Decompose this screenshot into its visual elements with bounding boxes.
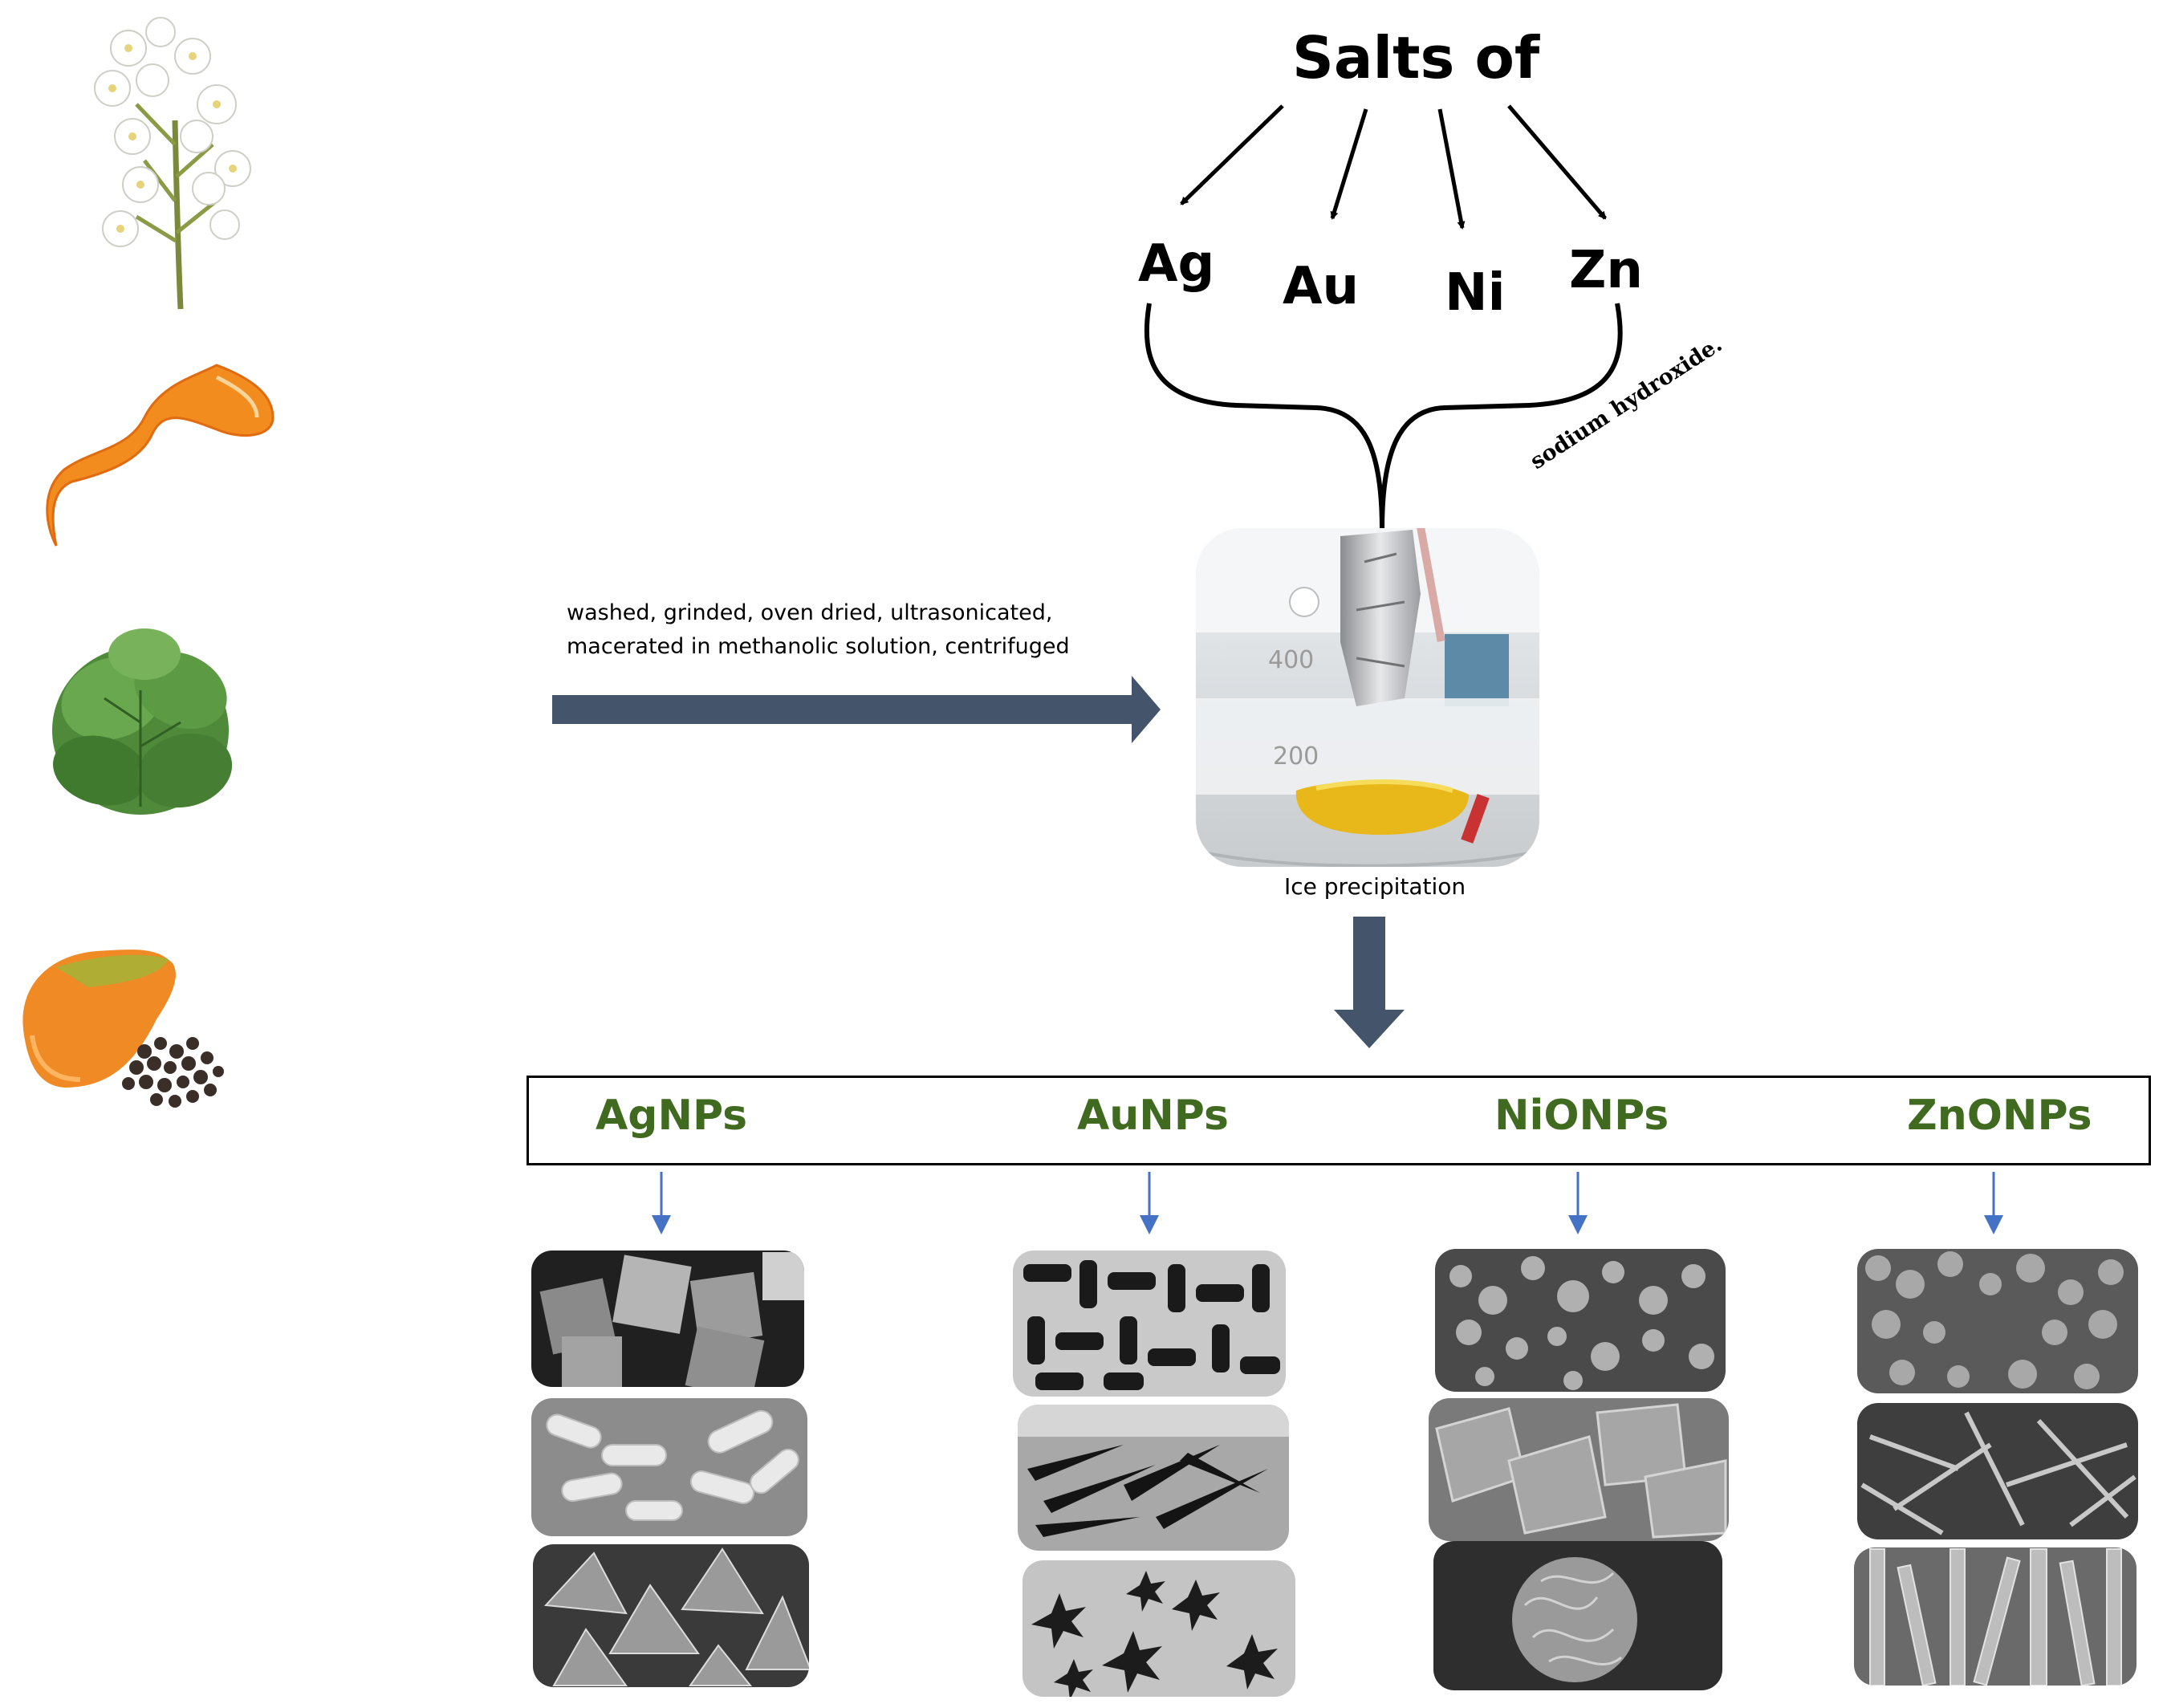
- beaker-mark-400: 400: [1268, 646, 1314, 674]
- flower-icon: [94, 17, 251, 310]
- metal-zn: Zn: [1569, 241, 1643, 300]
- metal-ag: Ag: [1138, 234, 1215, 294]
- micrograph-znonps-nanorods: [1854, 1547, 2137, 1686]
- metal-ni: Ni: [1445, 263, 1506, 323]
- micrograph-nionps-clusters: [1435, 1249, 1726, 1392]
- process-arrow-down: [1334, 917, 1405, 1048]
- salt-arrows: [1180, 104, 1607, 230]
- micrograph-agnps-pyramids: [533, 1544, 809, 1687]
- salts-title: Salts of: [1292, 24, 1540, 92]
- np-label-agnps: AgNPs: [596, 1092, 748, 1140]
- micrograph-aunps-rods: [1013, 1250, 1286, 1397]
- micrograph-nionps-sheets: [1429, 1398, 1729, 1541]
- beaker-mark-200: 200: [1273, 742, 1319, 771]
- metal-au: Au: [1283, 257, 1360, 316]
- micrograph-aunps-needles: [1018, 1405, 1289, 1551]
- beaker-photo: 400 200: [1196, 528, 1539, 867]
- process-arrow-right: [552, 676, 1161, 743]
- arrow-to-au: [1330, 108, 1368, 220]
- process-text-line2: macerated in methanolic solution, centri…: [567, 634, 1070, 659]
- process-text-line1: washed, grinded, oven dried, ultrasonica…: [567, 600, 1053, 625]
- merge-bracket: [1144, 303, 1623, 531]
- papaya-seeds-icon: [22, 950, 224, 1108]
- micrograph-znonps-aggregates: [1857, 1249, 2138, 1393]
- arrow-to-ni: [1437, 108, 1466, 230]
- np-label-nionps: NiONPs: [1494, 1092, 1669, 1140]
- micrograph-aunps-stars: [1023, 1560, 1295, 1697]
- micrograph-agnps-rods: [531, 1398, 807, 1536]
- arrow-to-zn: [1507, 104, 1607, 220]
- leaf-icon: [52, 628, 233, 815]
- micrograph-znonps-nanosheets: [1857, 1403, 2138, 1539]
- arrow-to-ag: [1180, 104, 1284, 205]
- micrograph-nionps-flower: [1433, 1541, 1722, 1690]
- np-arrows: [652, 1172, 2003, 1234]
- np-label-znonps: ZnONPs: [1907, 1092, 2092, 1140]
- micrograph-agnps-cubes: [531, 1250, 804, 1387]
- nanoparticle-box: [527, 1076, 2151, 1165]
- orange-peel-icon: [46, 364, 274, 547]
- step-label: Ice precipitation: [1284, 873, 1466, 900]
- np-label-aunps: AuNPs: [1077, 1092, 1229, 1140]
